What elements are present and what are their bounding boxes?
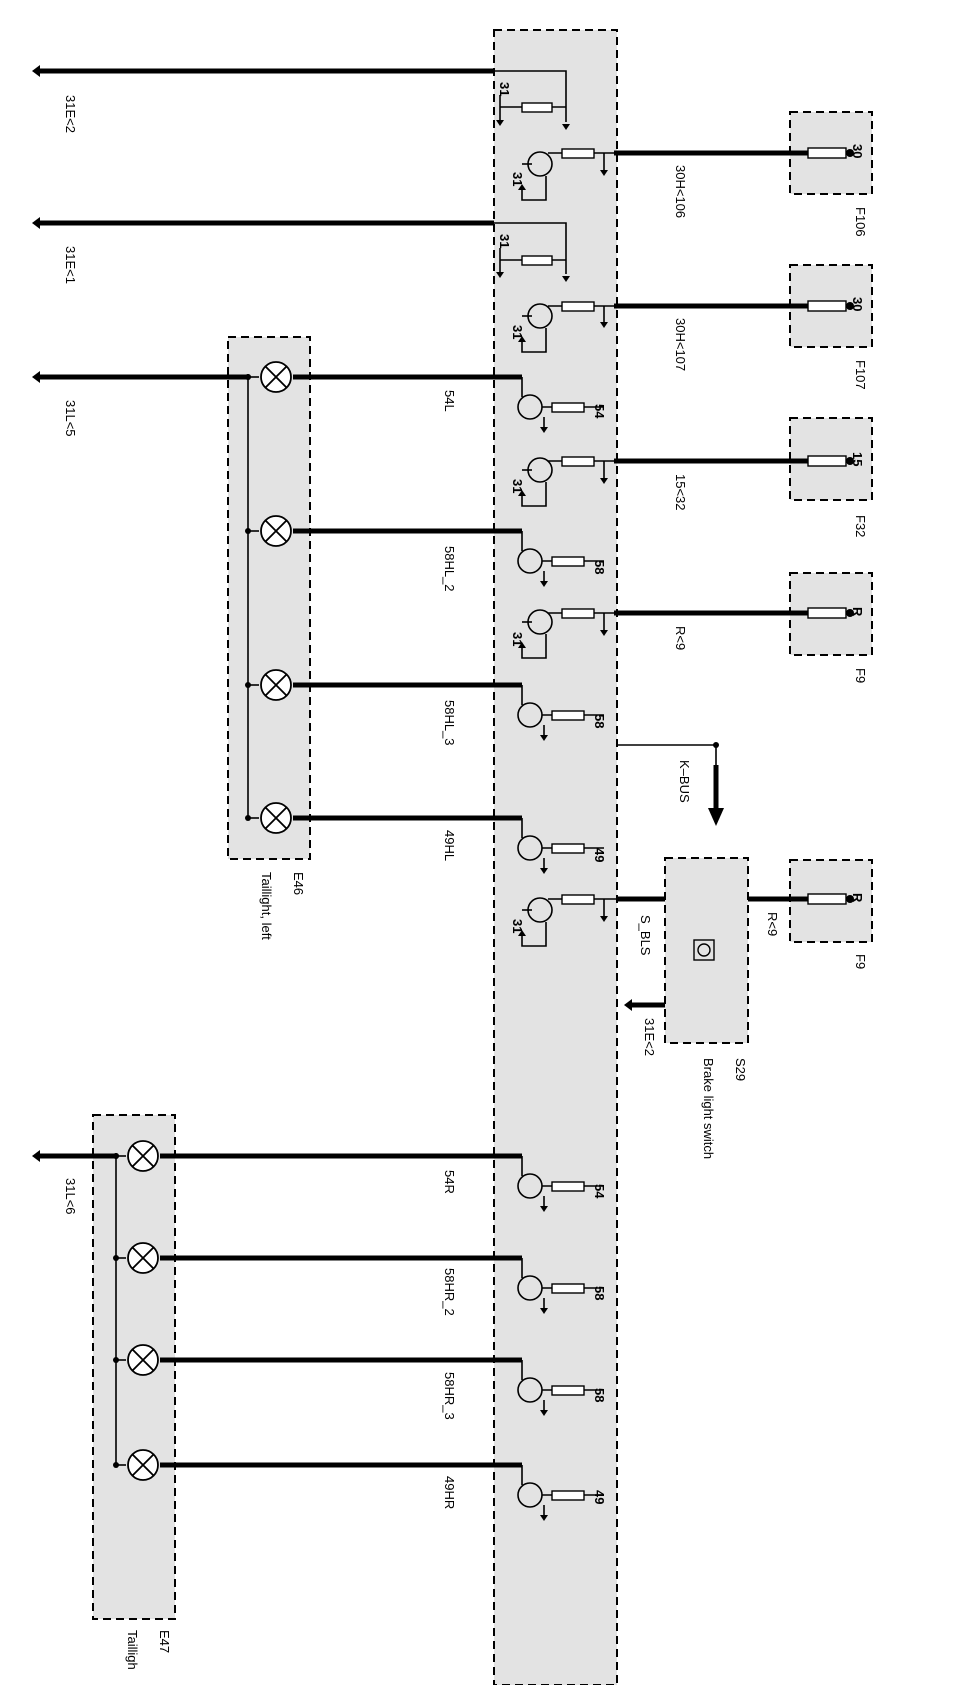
- pin-label-10: 49: [592, 848, 607, 862]
- pin-label-9: 58: [592, 714, 607, 728]
- taillight-left-box: [227, 336, 311, 860]
- brake-switch-supply-label: R<9: [765, 912, 780, 936]
- pin-label-2: 31: [510, 172, 525, 186]
- ground-feed-31e2: [32, 65, 570, 130]
- wire-label-30h106: 30H<106: [673, 165, 688, 218]
- brake-switch-box: [664, 857, 749, 1044]
- taillight-left-name: E46: [291, 872, 306, 895]
- pin-label-12: 54: [592, 1184, 607, 1199]
- kbus-label: K–BUS: [677, 760, 692, 803]
- pin-label-5: 54: [592, 404, 607, 419]
- fuse-term-f9-top: R: [850, 607, 865, 617]
- brake-switch-name: S29: [733, 1058, 748, 1081]
- taillight-left-desc: Taillight, left: [259, 872, 274, 940]
- taillight-left-lamps: [245, 361, 604, 874]
- supply-line-f9-top: [518, 607, 854, 659]
- ground-label-31e1: 31E<1: [63, 246, 78, 284]
- pin-label-1: 31: [497, 82, 512, 96]
- wire-label-58hl3: 58HL_3: [442, 700, 457, 746]
- pin-label-15: 49: [592, 1490, 607, 1504]
- fuse-name-f107: F107: [853, 360, 868, 390]
- fuse-name-f106: F106: [853, 207, 868, 237]
- wire-label-30h107: 30H<107: [673, 318, 688, 371]
- fuse-term-f106: 30: [850, 144, 865, 158]
- wire-label-49hr: 49HR: [442, 1476, 457, 1509]
- brake-switch-desc: Brake light switch: [701, 1058, 716, 1159]
- wire-label-r9: R<9: [673, 626, 688, 650]
- lamp-output-left-1: [245, 361, 604, 433]
- lamp-output-right-3: [113, 1344, 604, 1416]
- fuse-term-f32: 15: [850, 452, 865, 466]
- lamp-output-right-2: [113, 1242, 604, 1314]
- fuse-term-f9-bottom: R: [850, 893, 865, 903]
- fuse-name-f9-bottom: F9: [853, 954, 868, 969]
- pin-label-6: 31: [510, 479, 525, 493]
- wire-label-49hl: 49HL: [442, 830, 457, 861]
- ground-label-31l5: 31L<5: [63, 400, 78, 437]
- wire-label-58hr2: 58HR_2: [442, 1268, 457, 1316]
- wire-label-sbls: S_BLS: [638, 915, 653, 956]
- ground-feed-31l5: [32, 371, 251, 818]
- lamp-output-right-4: [113, 1449, 604, 1521]
- ground-label-31e2: 31E<2: [63, 95, 78, 133]
- lamp-output-right-1: [113, 1140, 604, 1212]
- pin-label-8: 31: [510, 632, 525, 646]
- pin-label-13: 58: [592, 1286, 607, 1300]
- lamp-output-left-3: [245, 669, 604, 741]
- supply-line-f107: [518, 300, 854, 353]
- lamp-output-left-4: [245, 802, 604, 874]
- ground-feed-31e1: [32, 217, 570, 282]
- wire-label-58hr3: 58HR_3: [442, 1372, 457, 1420]
- supply-line-f106: [518, 147, 854, 201]
- pin-label-3: 31: [497, 234, 512, 248]
- pin-label-11: 31: [510, 919, 525, 933]
- taillight-right-desc: Tailligh: [125, 1630, 140, 1670]
- wire-label-54l: 54L: [442, 390, 457, 412]
- fuse-name-f32: F32: [853, 515, 868, 537]
- ground-label-31l6: 31L<6: [63, 1178, 78, 1215]
- lamp-output-left-2: [245, 515, 604, 587]
- fuse-term-f107: 30: [850, 297, 865, 311]
- wire-label-54r: 54R: [442, 1170, 457, 1194]
- pin-label-14: 58: [592, 1388, 607, 1402]
- taillight-right-lamps: [113, 1140, 604, 1521]
- pin-label-7: 58: [592, 560, 607, 574]
- brake-switch-wiring: [518, 893, 854, 1011]
- wire-label-58hl2: 58HL_2: [442, 546, 457, 592]
- brake-switch-ground-label: 31E<2: [642, 1018, 657, 1056]
- taillight-right-name: E47: [157, 1630, 172, 1653]
- wire-label-15-32: 15<32: [673, 474, 688, 511]
- supply-line-f32: [518, 455, 854, 507]
- kbus-line: [616, 742, 724, 826]
- pin-label-4: 31: [510, 325, 525, 339]
- fuse-name-f9-top: F9: [853, 668, 868, 683]
